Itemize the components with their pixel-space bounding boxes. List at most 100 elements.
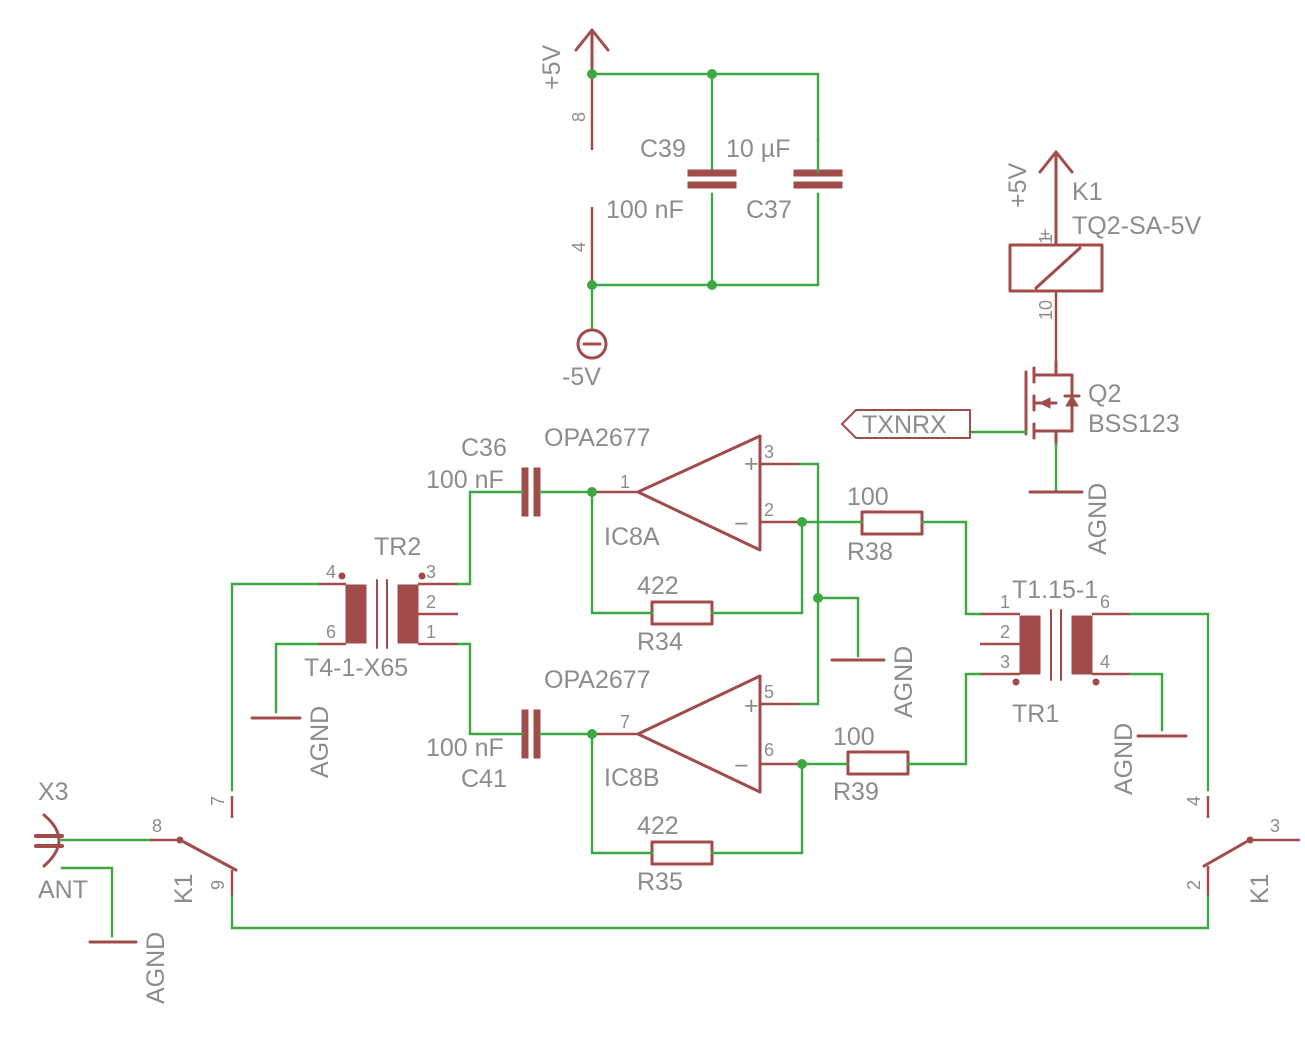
k1-right-pin-4: 4 (1184, 796, 1204, 806)
mosfet-q2 (1024, 360, 1081, 446)
x3-value: ANT (38, 876, 88, 904)
tr2-pin-4: 4 (326, 562, 336, 582)
r35-name: R35 (637, 868, 683, 896)
capacitor-c41: 100 nF C41 (426, 709, 541, 793)
vcc-arrow-relay-icon (1038, 150, 1074, 247)
agnd-label-q2: AGND (1084, 483, 1112, 555)
k1-left-pin-9: 9 (208, 880, 228, 890)
supply-decoupling: +5V 8 4 C39 100 nF 10 µF C37 -5V (538, 28, 843, 391)
c39-value: 100 nF (606, 196, 684, 224)
r39-name: R39 (833, 778, 879, 806)
vee-label: -5V (562, 363, 601, 391)
ic8a-pin-2: 2 (764, 500, 774, 520)
agnd-label-center: AGND (890, 646, 918, 718)
k1-left-pin-7: 7 (208, 796, 228, 806)
tr2-pin-6: 6 (326, 622, 336, 642)
relay-pin-1: 1 (1036, 234, 1056, 244)
ic8a-name: IC8A (604, 523, 660, 551)
k1-part: TQ2-SA-5V (1072, 212, 1202, 240)
agnd-label-ant: AGND (142, 932, 170, 1004)
pin-label-8-supply: 8 (569, 112, 589, 122)
opamp-ic8a: + − 3 2 1 OPA2677 IC8A (544, 424, 800, 552)
tr2-pin-3: 3 (426, 562, 436, 582)
k1-right-label: K1 (1246, 873, 1274, 904)
r38-name: R38 (847, 538, 893, 566)
resistor-r34: 422 R34 (637, 572, 714, 656)
ic8a-part: OPA2677 (544, 424, 651, 452)
vee-circle-icon (576, 328, 608, 360)
c36-value: 100 nF (426, 466, 504, 494)
ic8a-plus: + (744, 450, 759, 478)
tr1-pin-4: 4 (1100, 652, 1110, 672)
transformer-tr2: 4 6 3 2 1 TR2 T4-1-X65 (304, 533, 458, 682)
c39-name: C39 (640, 135, 686, 163)
resistor-r35: 422 R35 (637, 812, 714, 896)
antenna-wires (60, 838, 152, 938)
k1-left-pin-8: 8 (152, 816, 162, 836)
ic8b-pin-5: 5 (764, 682, 774, 702)
ic8b-part: OPA2677 (544, 666, 651, 694)
relay-plus-mark: + (1040, 224, 1051, 244)
bypass-wire (230, 894, 1210, 930)
c39-plate-bottom (687, 181, 737, 189)
relay-pin-10: 10 (1036, 300, 1056, 320)
ic8b-minus: − (734, 752, 749, 780)
r38-value: 100 (847, 483, 889, 511)
c37-plate-bottom (793, 181, 843, 189)
supply-wires (590, 72, 820, 332)
tr1-pin-3: 3 (1000, 652, 1010, 672)
agnd-label-tr1: AGND (1110, 723, 1138, 795)
capacitor-c36: C36 100 nF (426, 434, 541, 517)
c41-name: C41 (461, 765, 507, 793)
r34-value: 422 (637, 572, 679, 600)
c36-name: C36 (461, 434, 507, 462)
q2-name: Q2 (1088, 380, 1121, 408)
ic8b-pin-7: 7 (620, 712, 630, 732)
k1-right-pin-2: 2 (1184, 880, 1204, 890)
relay-contact-left: 8 7 9 K1 (150, 796, 238, 904)
c39-plate-top (687, 169, 737, 177)
relay-contact-right: 3 4 2 K1 (1184, 796, 1300, 904)
q2-part: BSS123 (1088, 410, 1180, 438)
txnrx-net-flag (841, 409, 971, 439)
resistor-r38: 100 R38 (847, 483, 924, 566)
tr1-pin-1: 1 (1000, 592, 1010, 612)
k1-left-label: K1 (170, 873, 198, 904)
tr1-part: T1.15-1 (1012, 576, 1098, 604)
tr1-name: TR1 (1012, 700, 1059, 728)
amp-wires (230, 462, 1210, 855)
tr2-pin-1: 1 (426, 622, 436, 642)
k1-name: K1 (1072, 178, 1103, 206)
c37-name: C37 (746, 196, 792, 224)
x3-name: X3 (38, 778, 69, 806)
txnrx-label: TXNRX (862, 411, 947, 439)
antenna-x3: X3 ANT (34, 778, 88, 904)
ic8b-name: IC8B (604, 764, 660, 792)
ic8b-plus: + (744, 692, 759, 720)
opamp-ic8b: + − 5 6 7 OPA2677 IC8B (544, 666, 800, 794)
tr2-pin-2: 2 (426, 592, 436, 612)
c37-value: 10 µF (726, 135, 790, 163)
vcc-arrow-icon (574, 28, 610, 76)
vcc-label-top: +5V (538, 44, 566, 90)
agnd-label-tr2: AGND (306, 706, 334, 778)
tr1-pin-6: 6 (1100, 592, 1110, 612)
ic8a-minus: − (734, 510, 749, 538)
tr2-name: TR2 (374, 533, 421, 561)
relay-driver: +5V + 1 K1 TQ2-SA-5V 10 Q2 BSS123 TXNRX … (841, 150, 1202, 555)
transformer-tr1: 1 2 3 6 4 T1.15-1 TR1 (980, 576, 1130, 728)
ic8a-pin-3: 3 (764, 442, 774, 462)
vcc-label-relay: +5V (1004, 162, 1032, 208)
r35-value: 422 (637, 812, 679, 840)
r34-name: R34 (637, 628, 683, 656)
tr1-pin-2: 2 (1000, 622, 1010, 642)
c41-value: 100 nF (426, 734, 504, 762)
r39-value: 100 (833, 723, 875, 751)
pin-label-4-supply: 4 (569, 242, 589, 252)
k1-right-pin-3: 3 (1270, 816, 1280, 836)
ic8a-pin-1: 1 (620, 472, 630, 492)
tr2-part: T4-1-X65 (304, 654, 408, 682)
ic8b-pin-6: 6 (764, 740, 774, 760)
q2-wires (968, 430, 1058, 492)
